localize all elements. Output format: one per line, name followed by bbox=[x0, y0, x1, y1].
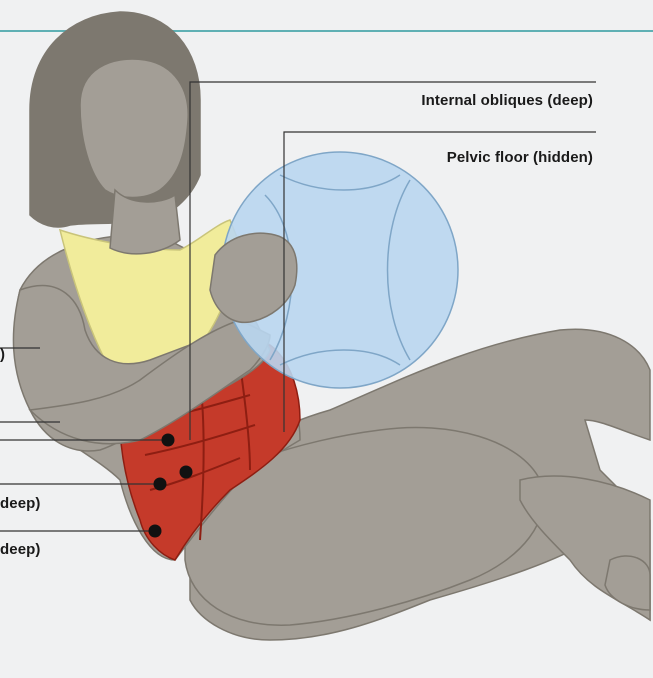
label-pelvic-floor: Pelvic floor (hidden) bbox=[447, 149, 593, 166]
pointer-dot bbox=[149, 525, 162, 538]
label-internal-obliques: Internal obliques (deep) bbox=[421, 92, 593, 109]
pointer-dot bbox=[162, 434, 175, 447]
foot bbox=[605, 556, 650, 610]
label-left-1: deep) bbox=[0, 495, 41, 512]
label-left-0: ) bbox=[0, 346, 5, 363]
pointer-dot bbox=[180, 466, 193, 479]
pointer-dot bbox=[154, 478, 167, 491]
label-left-2: deep) bbox=[0, 541, 41, 558]
face bbox=[80, 59, 188, 197]
